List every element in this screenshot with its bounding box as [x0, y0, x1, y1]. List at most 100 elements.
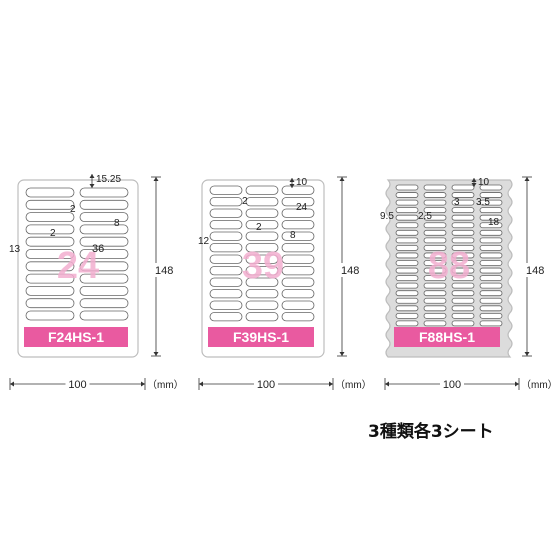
label-width-value: 36 [92, 243, 104, 255]
model-badge [24, 327, 128, 347]
label-cell [395, 290, 419, 297]
label-cell [395, 222, 419, 229]
label-cell [451, 290, 475, 297]
label-cell [209, 266, 243, 276]
label-cell [209, 185, 243, 195]
left-margin-value: 9.5 [380, 211, 394, 222]
label-cell [79, 199, 129, 210]
label-cell [25, 310, 75, 321]
col-gap-value: 2 [242, 196, 248, 207]
label-cell [281, 289, 315, 299]
label-cell [245, 197, 279, 207]
arrowhead [153, 352, 159, 356]
label-cell [451, 214, 475, 221]
model-badge [208, 327, 314, 347]
label-cell [395, 267, 419, 274]
label-cell [451, 275, 475, 282]
count-number: 39 [242, 245, 284, 287]
col-gap-value: 2 [70, 204, 76, 215]
label-cell [451, 282, 475, 289]
top-margin-value: 15.25 [96, 174, 121, 185]
label-cell [479, 184, 503, 191]
label-cell [451, 184, 475, 191]
label-cell [423, 252, 447, 259]
sheet-height-value: 148 [155, 265, 173, 277]
arrowhead [199, 381, 203, 387]
label-cell [479, 192, 503, 198]
arrowhead [89, 184, 95, 188]
label-cell [25, 236, 75, 247]
label-cell [209, 277, 243, 287]
label-cell [25, 285, 75, 296]
label-cell [209, 220, 243, 230]
label-cell [209, 300, 243, 310]
arrowhead [471, 178, 477, 182]
label-cell [479, 199, 503, 206]
label-cell [423, 320, 447, 327]
arrowhead [471, 183, 477, 187]
label-cell [79, 249, 129, 259]
label-cell [245, 300, 279, 310]
arrowhead [289, 184, 295, 188]
model-label: F39HS-1 [233, 329, 289, 345]
sheet-width-value: 100 [68, 379, 86, 391]
label-cell [395, 214, 419, 221]
label-cell [451, 237, 475, 244]
label-cell [245, 231, 279, 241]
label-gap [440, 377, 464, 390]
label-cell [423, 214, 447, 221]
label-cell [423, 229, 447, 236]
model-label: F88HS-1 [419, 329, 475, 345]
label-cell [479, 282, 503, 289]
label-cell [423, 260, 447, 266]
label-height-value: 8 [114, 218, 120, 229]
row-gap-value: 2 [256, 222, 262, 233]
label-cell [281, 277, 315, 287]
label-cell [423, 199, 447, 206]
label-cell [479, 320, 503, 327]
label-cell [479, 267, 503, 274]
label-cell [479, 290, 503, 297]
arrowhead [339, 177, 345, 181]
label-cell [395, 305, 419, 312]
label-gap [340, 263, 362, 277]
label-cell [281, 300, 315, 310]
label-cell [79, 273, 129, 284]
left-margin-value: 12 [198, 236, 210, 247]
label-cell [451, 252, 475, 259]
label-cell [395, 244, 419, 251]
label-cell [245, 312, 279, 322]
model-label: F24HS-1 [48, 329, 104, 345]
label-cell [451, 312, 475, 319]
label-cell [25, 212, 75, 223]
row-gap-value: 2 [50, 228, 56, 239]
label-width-value: 24 [296, 202, 308, 213]
row-gap-value: 2.5 [418, 211, 432, 222]
label-cell [451, 222, 475, 229]
label-cell [395, 320, 419, 327]
label-cell [281, 208, 315, 218]
label-cell [479, 229, 503, 236]
label-width-value: 18 [488, 217, 500, 228]
label-cell [395, 260, 419, 266]
label-cell [451, 229, 475, 236]
label-cell [423, 312, 447, 319]
label-cell [79, 224, 129, 235]
arrowhead [10, 381, 14, 387]
label-cell [395, 312, 419, 319]
label-cell [79, 261, 129, 272]
label-cell [209, 197, 243, 207]
label-cell [79, 187, 129, 198]
unit-label: （mm） [521, 379, 558, 391]
label-cell [209, 243, 243, 253]
label-cell [423, 207, 447, 214]
label-cell [395, 237, 419, 244]
label-cell [479, 214, 503, 221]
label-cell [479, 207, 503, 214]
label-cell [25, 249, 75, 259]
col-gap-value: 3 [454, 197, 460, 208]
label-cell [245, 243, 279, 253]
label-cell [245, 185, 279, 195]
sheet-height-value: 148 [341, 265, 359, 277]
